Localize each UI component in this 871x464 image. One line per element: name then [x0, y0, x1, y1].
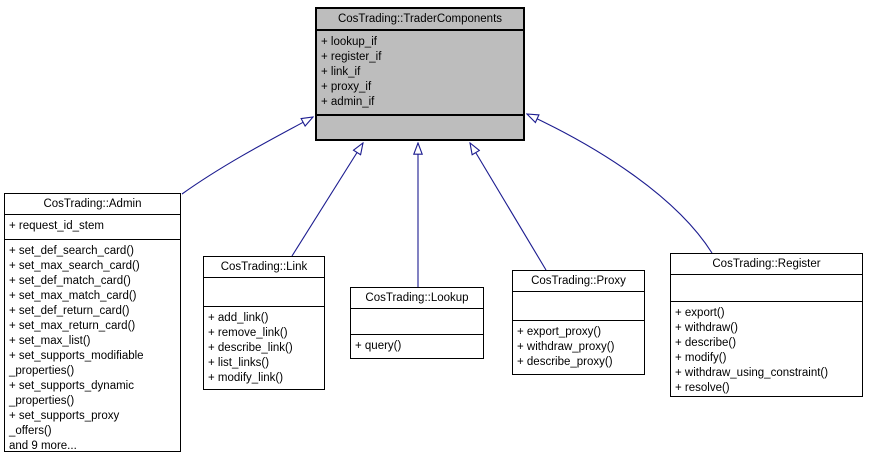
class-methods: + add_link() + remove_link() + describe_… — [204, 307, 324, 389]
class-box-lookup: CosTrading::Lookup + query() — [350, 287, 484, 359]
class-title: CosTrading::Lookup — [351, 288, 483, 309]
method: _properties() — [9, 365, 75, 377]
class-methods: + set_def_search_card() + set_max_search… — [5, 240, 180, 451]
attribute: + register_if — [321, 51, 382, 63]
class-box-tradercomponents: CosTrading::TraderComponents + lookup_if… — [315, 7, 525, 141]
method: + set_supports_modifiable — [9, 350, 144, 362]
class-title: CosTrading::Proxy — [513, 271, 644, 292]
edge-register-to-tradercomponents — [527, 114, 713, 254]
method: + describe_link() — [208, 342, 293, 354]
method: + withdraw() — [675, 322, 738, 334]
class-methods: + query() — [351, 335, 483, 358]
method: _offers() — [9, 425, 52, 437]
method: + export() — [675, 307, 725, 319]
method: + describe_proxy() — [517, 356, 613, 368]
method: _properties() — [9, 395, 75, 407]
class-title: CosTrading::Admin — [5, 194, 180, 215]
method: + set_def_match_card() — [9, 275, 131, 287]
method: + list_links() — [208, 357, 270, 369]
method: + resolve() — [675, 382, 730, 394]
edge-admin-to-tradercomponents — [181, 117, 313, 195]
method: + set_max_list() — [9, 335, 91, 347]
class-attributes — [204, 278, 324, 307]
method: + modify_link() — [208, 372, 284, 384]
method: + modify() — [675, 352, 727, 364]
class-box-admin: CosTrading::Admin + request_id_stem + se… — [4, 193, 181, 452]
method: + set_def_return_card() — [9, 305, 130, 317]
class-methods: + export_proxy() + withdraw_proxy() + de… — [513, 321, 644, 374]
attribute: + link_if — [321, 66, 361, 78]
method: + set_max_search_card() — [9, 260, 140, 272]
edge-proxy-to-tradercomponents — [470, 143, 547, 271]
class-box-register: CosTrading::Register + export() + withdr… — [670, 253, 863, 397]
method: + withdraw_using_constraint() — [675, 367, 829, 379]
class-title: CosTrading::Register — [671, 254, 862, 275]
class-attributes — [513, 292, 644, 321]
method: + set_supports_proxy — [9, 410, 120, 422]
method: + export_proxy() — [517, 326, 602, 338]
method: + describe() — [675, 337, 737, 349]
class-box-proxy: CosTrading::Proxy + export_proxy() + wit… — [512, 270, 645, 375]
method: + remove_link() — [208, 327, 288, 339]
edge-link-to-tradercomponents — [291, 143, 363, 257]
method: + add_link() — [208, 312, 269, 324]
method: + query() — [355, 340, 402, 352]
method: + set_def_search_card() — [9, 245, 134, 257]
method: + withdraw_proxy() — [517, 341, 615, 353]
class-title: CosTrading::TraderComponents — [317, 9, 523, 31]
method: + set_supports_dynamic — [9, 380, 134, 392]
class-attributes: + lookup_if + register_if + link_if + pr… — [317, 31, 523, 116]
method-more-indicator: and 9 more... — [9, 440, 77, 451]
attribute: + lookup_if — [321, 36, 377, 48]
attribute: + admin_if — [321, 96, 375, 108]
class-title: CosTrading::Link — [204, 257, 324, 278]
class-box-link: CosTrading::Link + add_link() + remove_l… — [203, 256, 325, 390]
class-attributes — [671, 275, 862, 302]
class-methods — [317, 116, 523, 139]
attribute: + proxy_if — [321, 81, 372, 93]
attribute: + request_id_stem — [9, 220, 104, 232]
class-attributes — [351, 309, 483, 335]
method: + set_max_match_card() — [9, 290, 137, 302]
class-methods: + export() + withdraw() + describe() + m… — [671, 302, 862, 396]
method: + set_max_return_card() — [9, 320, 136, 332]
class-attributes: + request_id_stem — [5, 215, 180, 240]
